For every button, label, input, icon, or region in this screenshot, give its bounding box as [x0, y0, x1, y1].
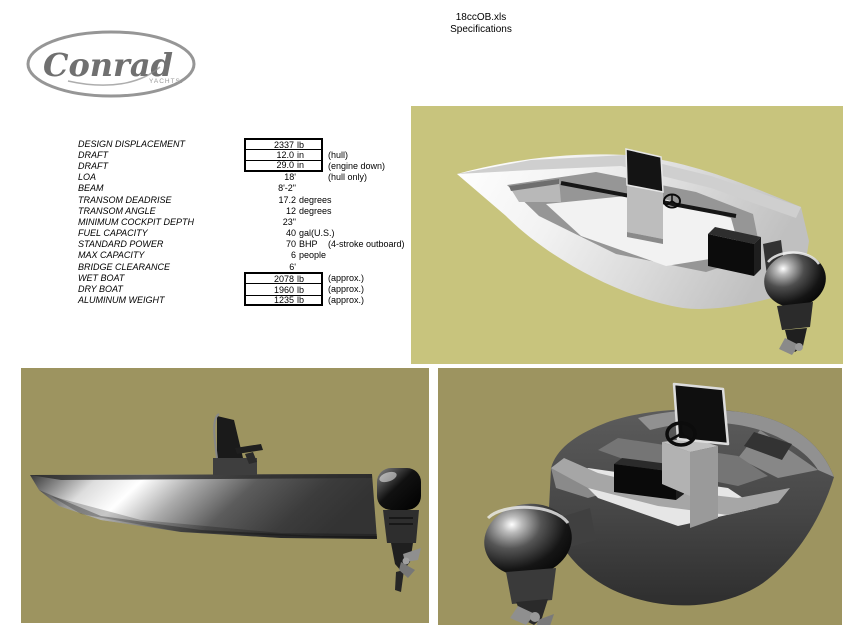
document-header: 18ccOB.xls Specifications	[381, 12, 581, 36]
spec-label: MINIMUM COCKPIT DEPTH	[78, 216, 194, 227]
spec-label: DESIGN DISPLACEMENT	[78, 138, 186, 149]
spec-note: (engine down)	[328, 160, 386, 171]
spec-label: DRY BOAT	[78, 284, 123, 295]
spec-value: 6	[290, 250, 296, 261]
spec-label: DRAFT	[78, 160, 108, 171]
spec-label: FUEL CAPACITY	[78, 228, 148, 239]
spec-value: 2337	[273, 139, 294, 150]
logo-tagline-text: YACHTS.	[149, 78, 184, 85]
boat-hull	[30, 474, 377, 539]
logo-name-text: Conrad	[43, 46, 173, 84]
boat-console	[662, 382, 730, 528]
spec-value: 40	[285, 228, 296, 239]
spec-value: 1960	[273, 284, 294, 295]
spec-value: 70	[285, 239, 296, 250]
spec-unit: in	[297, 160, 305, 171]
spec-unit: degrees	[299, 205, 332, 216]
spec-label: STANDARD POWER	[78, 239, 164, 250]
spec-row: LOA 18' (hull only)	[78, 172, 408, 183]
outboard-engine	[377, 468, 421, 592]
spec-unit: lb	[297, 139, 305, 150]
spec-value: 29.0	[276, 160, 294, 171]
spec-label: ALUMINUM WEIGHT	[78, 295, 165, 306]
spec-label: BEAM	[78, 183, 104, 194]
logo-flourish	[67, 66, 161, 86]
spec-unit: lb	[297, 273, 305, 284]
boat-render-aerial	[411, 106, 843, 364]
spec-note: (approx.)	[328, 284, 365, 295]
spec-label: LOA	[78, 172, 97, 183]
conrad-yachts-logo: Conrad YACHTS.	[26, 30, 196, 98]
spec-value: 23"	[282, 216, 296, 227]
spec-value: 17.2	[278, 194, 296, 205]
spec-label: BRIDGE CLEARANCE	[78, 261, 171, 272]
spec-note: (hull)	[328, 149, 349, 160]
spec-value: 12	[285, 205, 296, 216]
spec-note: (hull only)	[328, 172, 368, 183]
spec-value: 12.0	[276, 150, 294, 161]
boat-seat-box	[708, 227, 761, 276]
document-subtitle: Specifications	[450, 24, 512, 35]
spec-label: DRAFT	[78, 149, 108, 160]
document-filename: 18ccOB.xls	[455, 12, 507, 23]
logo-ellipse	[26, 30, 196, 98]
spec-unit: people	[299, 250, 327, 261]
outboard-engine	[484, 503, 596, 625]
spec-row: MINIMUM COCKPIT DEPTH 23"	[78, 216, 408, 227]
spec-note: (approx.)	[328, 295, 365, 306]
spec-unit: gal(U.S.)	[299, 228, 335, 239]
spec-note: (approx.)	[328, 272, 365, 283]
spec-label: MAX CAPACITY	[78, 250, 145, 261]
outboard-engine	[763, 240, 826, 355]
boat-console	[213, 413, 263, 475]
spec-note: (4-stroke outboard)	[328, 239, 405, 250]
spec-unit: BHP	[299, 239, 318, 250]
spec-label: TRANSOM ANGLE	[78, 205, 156, 216]
spec-value: 2078	[273, 273, 294, 284]
spec-value: 1235	[273, 294, 294, 305]
boat-render-stern-quarter	[438, 368, 842, 625]
spec-row: BRIDGE CLEARANCE 6'	[78, 261, 408, 272]
spec-unit: lb	[297, 284, 305, 295]
spec-unit: in	[297, 150, 305, 161]
spec-label: TRANSOM DEADRISE	[78, 194, 172, 205]
spec-label: WET BOAT	[78, 272, 125, 283]
spec-value: 6'	[289, 261, 296, 272]
boat-render-profile	[21, 368, 429, 623]
spec-value: 18'	[284, 172, 296, 183]
spec-unit: lb	[297, 294, 305, 305]
boat-console	[625, 148, 681, 244]
spec-row: BEAM 8'-2"	[78, 183, 408, 194]
spec-value: 8'-2"	[278, 183, 296, 194]
spec-unit: degrees	[299, 194, 332, 205]
